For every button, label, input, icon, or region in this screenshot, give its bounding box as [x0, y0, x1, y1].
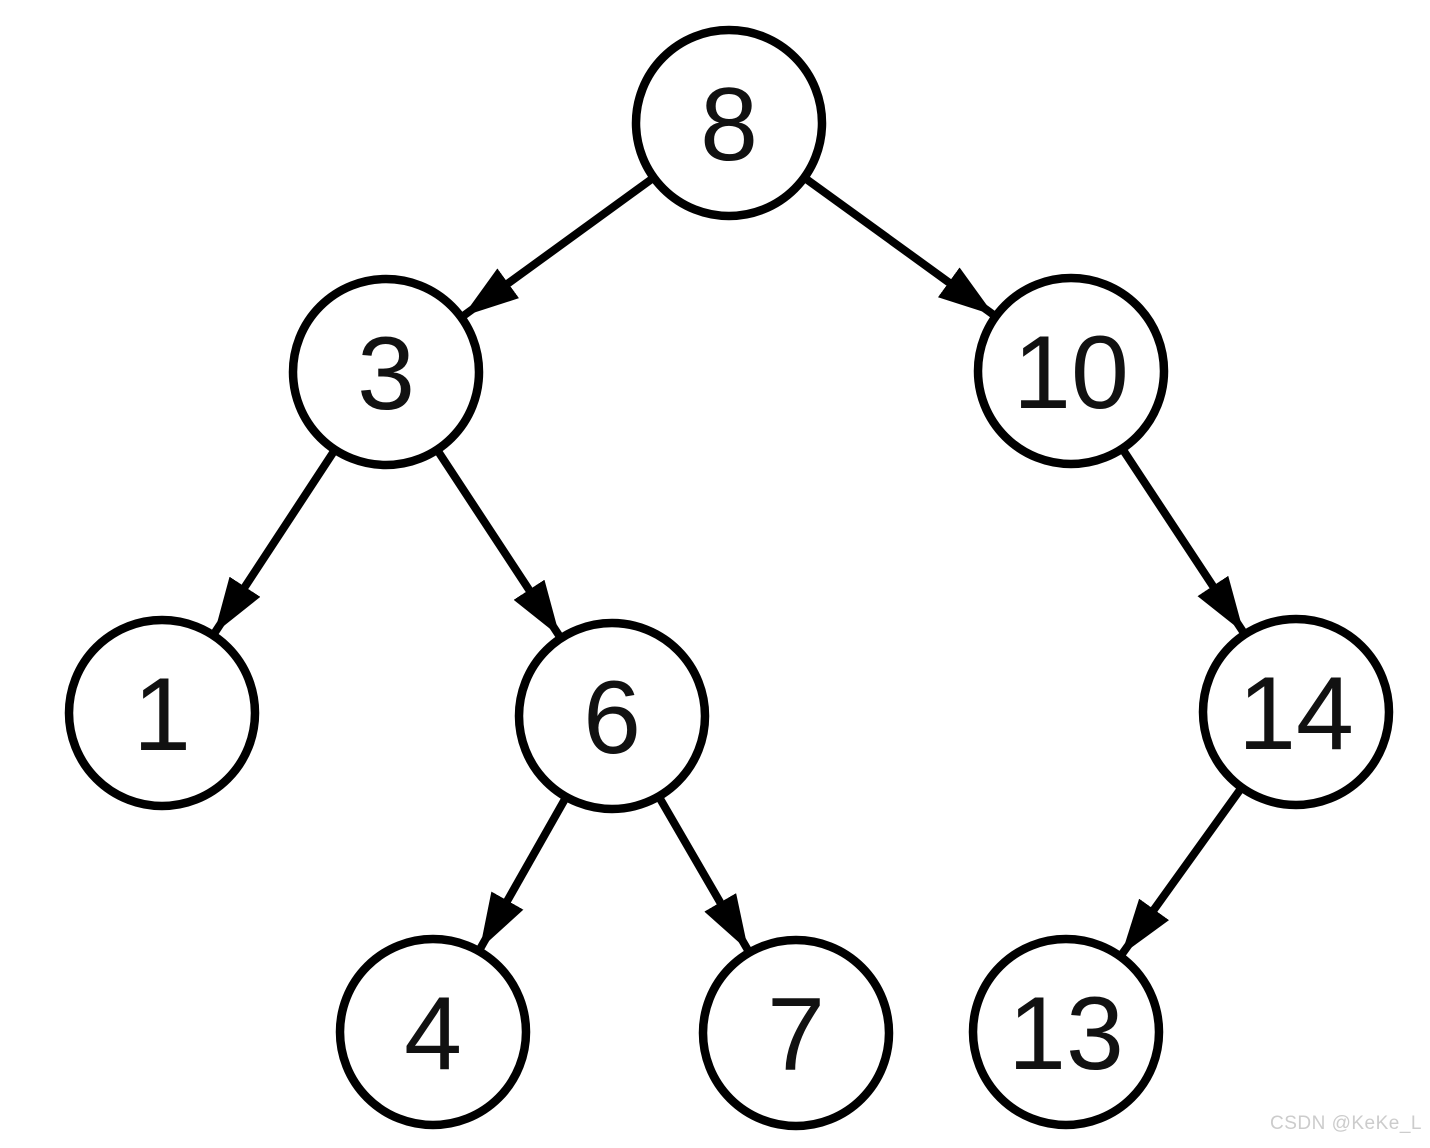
node-circle-7 [698, 935, 894, 1131]
edge-8-to-3 [460, 174, 656, 320]
edge-3-to-6 [434, 448, 564, 639]
edge-6-to-7 [655, 795, 752, 953]
node-label-14: 14 [1238, 656, 1354, 772]
node-label-6: 6 [583, 660, 641, 776]
node-label-3: 3 [357, 316, 415, 432]
tree-node-4: 4 [335, 934, 531, 1130]
node-label-1: 1 [133, 657, 191, 773]
tree-node-3: 3 [288, 274, 484, 470]
edge-14-to-13 [1118, 785, 1245, 958]
tree-node-10: 10 [973, 273, 1169, 469]
nodes-layer: 8 3 10 1 6 14 4 7 13 [64, 25, 1394, 1131]
node-circle-8 [631, 25, 827, 221]
edge-8-to-10 [802, 174, 997, 319]
watermark: CSDN @KeKe_L [1269, 1113, 1422, 1134]
edge-6-to-4 [476, 795, 570, 952]
tree-node-6: 6 [514, 618, 710, 814]
tree-node-8: 8 [631, 25, 827, 221]
node-circle-6 [514, 618, 710, 814]
node-label-4: 4 [404, 976, 462, 1092]
edge-10-to-14 [1119, 447, 1248, 635]
node-circle-4 [335, 934, 531, 1130]
tree-node-13: 13 [968, 934, 1164, 1130]
node-label-7: 7 [767, 977, 825, 1093]
tree-node-1: 1 [64, 615, 260, 811]
node-circle-14 [1198, 614, 1394, 810]
tree-node-7: 7 [698, 935, 894, 1131]
node-label-10: 10 [1013, 315, 1129, 431]
node-circle-13 [968, 934, 1164, 1130]
edge-3-to-1 [210, 448, 338, 636]
node-circle-3 [288, 274, 484, 470]
edges-layer [210, 174, 1248, 958]
node-circle-10 [973, 273, 1169, 469]
node-label-8: 8 [700, 67, 758, 183]
node-label-13: 13 [1008, 976, 1124, 1092]
tree-node-14: 14 [1198, 614, 1394, 810]
node-circle-1 [64, 615, 260, 811]
